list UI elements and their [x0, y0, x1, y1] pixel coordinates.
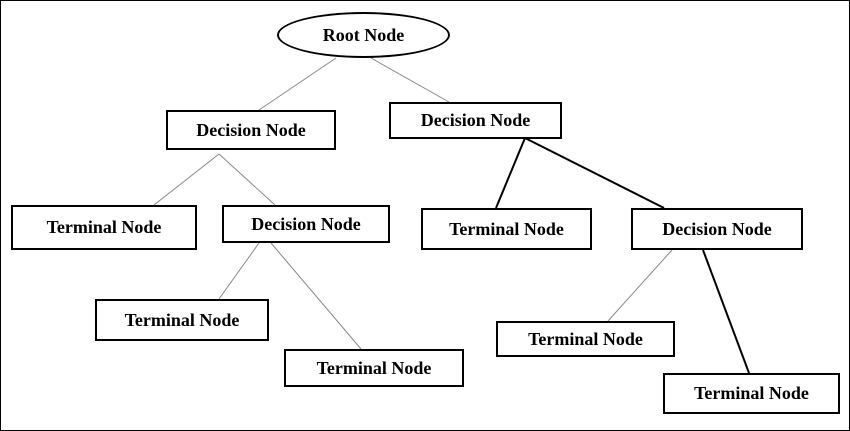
decision-node-left: Decision Node: [166, 110, 336, 150]
edge-root-right-decision: [370, 57, 450, 103]
root-node: Root Node: [277, 12, 450, 58]
edge-left-decision-terminal: [153, 153, 220, 206]
terminal-node-right-1: Terminal Node: [421, 208, 592, 250]
terminal-node-left-sub-2: Terminal Node: [284, 349, 464, 387]
edge-left-sub-decision-terminal-2: [270, 242, 362, 350]
terminal-node-left-sub-1: Terminal Node: [95, 299, 269, 341]
edge-root-left-decision: [258, 57, 337, 111]
root-node-label: Root Node: [322, 24, 405, 45]
decision-node-left-label: Decision Node: [196, 119, 306, 140]
edge-right-sub-decision-terminal-1: [607, 249, 673, 322]
terminal-node-right-1-label: Terminal Node: [449, 218, 564, 239]
edge-right-decision-sub-decision: [524, 137, 665, 209]
decision-node-right: Decision Node: [389, 102, 562, 139]
terminal-node-left-1: Terminal Node: [11, 205, 197, 250]
terminal-node-right-sub-1-label: Terminal Node: [528, 328, 643, 349]
terminal-node-right-sub-2-label: Terminal Node: [694, 383, 809, 403]
terminal-node-right-sub-1: Terminal Node: [496, 321, 675, 357]
edge-left-sub-decision-terminal-1: [218, 242, 260, 300]
decision-node-left-sub-label: Decision Node: [251, 213, 361, 234]
edge-right-decision-terminal: [495, 137, 526, 209]
decision-node-right-label: Decision Node: [420, 110, 531, 130]
terminal-node-left-sub-1-label: Terminal Node: [124, 309, 240, 330]
edge-right-sub-decision-terminal-2: [702, 249, 750, 374]
edge-left-decision-sub-decision: [218, 153, 276, 206]
decision-node-right-sub-label: Decision Node: [662, 218, 772, 239]
terminal-node-right-sub-2: Terminal Node: [663, 373, 840, 414]
decision-node-left-sub: Decision Node: [222, 205, 390, 243]
terminal-node-left-sub-2-label: Terminal Node: [316, 357, 432, 378]
terminal-node-left-1-label: Terminal Node: [46, 217, 162, 237]
decision-node-right-sub: Decision Node: [631, 208, 803, 250]
